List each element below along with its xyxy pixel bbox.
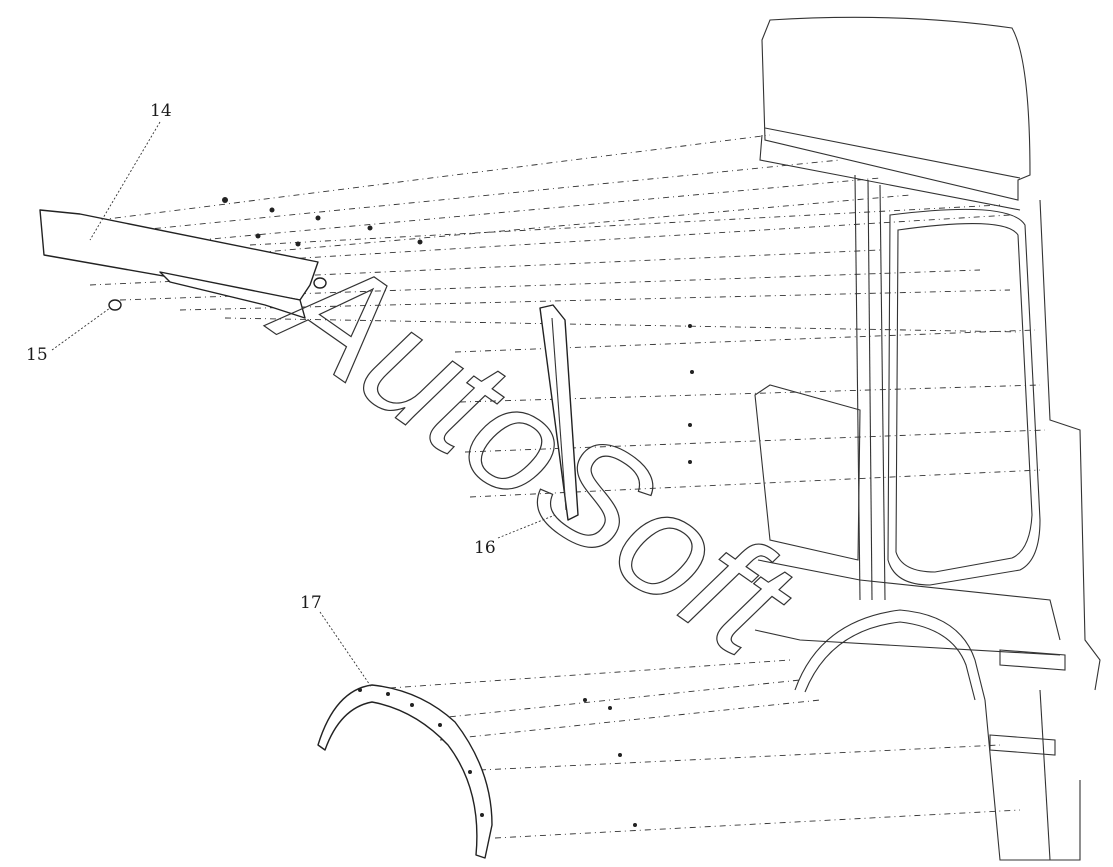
autosoft-watermark: AutoSoft bbox=[245, 214, 824, 689]
assembly-lines bbox=[89, 134, 1046, 839]
part-17-wheel-arch-fender bbox=[317, 684, 493, 859]
part-14-trim-strip bbox=[39, 209, 327, 319]
cab-body bbox=[754, 16, 1101, 861]
part-16-pillar-trim bbox=[539, 304, 579, 521]
callout-15: 15 bbox=[26, 345, 48, 365]
callout-16: 16 bbox=[474, 538, 496, 558]
part-15-clip bbox=[108, 299, 122, 311]
leader-lines bbox=[51, 121, 556, 689]
callout-14: 14 bbox=[150, 101, 172, 121]
callout-17: 17 bbox=[300, 593, 322, 613]
